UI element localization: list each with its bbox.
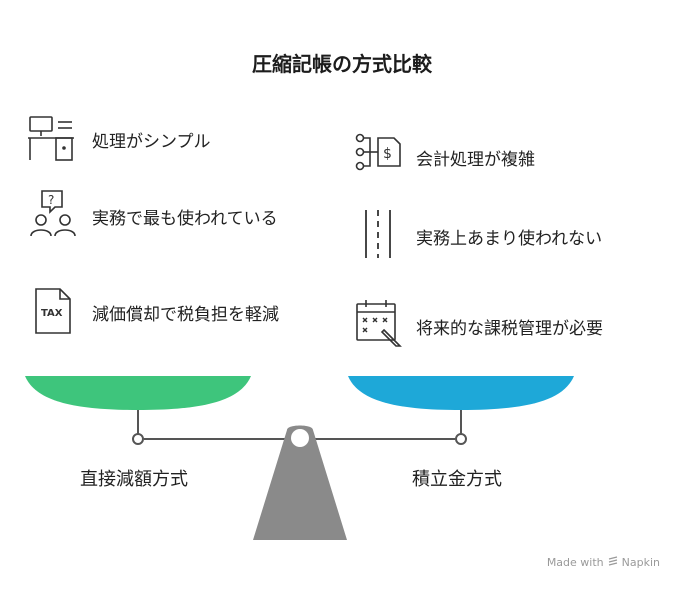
left-item-1: 処理がシンプル xyxy=(92,132,211,152)
napkin-logo-icon xyxy=(608,556,618,569)
tax-document-icon: TAX xyxy=(30,286,74,336)
people-question-icon: ? xyxy=(28,188,78,240)
left-beam-joint xyxy=(132,433,144,445)
right-beam-joint xyxy=(455,433,467,445)
svg-text:?: ? xyxy=(48,193,54,207)
footer: Made with Napkin xyxy=(547,556,660,569)
fulcrum xyxy=(253,425,347,540)
left-label: 直接減額方式 xyxy=(80,469,188,490)
calendar-pen-icon xyxy=(354,298,404,348)
right-item-2: 実務上あまり使われない xyxy=(416,229,603,249)
dashed-lines-icon xyxy=(358,208,398,260)
napkin-brand[interactable]: Napkin xyxy=(621,556,660,569)
desk-computer-icon xyxy=(26,114,78,164)
svg-text:$: $ xyxy=(383,146,392,162)
right-item-3: 将来的な課税管理が必要 xyxy=(416,319,603,339)
page-title: 圧縮記帳の方式比較 xyxy=(252,52,432,76)
svg-text:TAX: TAX xyxy=(41,308,63,319)
fulcrum-pivot xyxy=(291,429,309,447)
dollar-flow-icon: $ xyxy=(354,130,404,178)
right-label: 積立金方式 xyxy=(412,469,502,490)
left-item-2: 実務で最も使われている xyxy=(92,209,278,229)
right-pan xyxy=(348,376,574,410)
left-item-3: 減価償却で税負担を軽減 xyxy=(92,305,279,325)
made-with-text: Made with xyxy=(546,556,604,569)
left-pan xyxy=(25,376,251,410)
right-item-1: 会計処理が複雑 xyxy=(416,150,535,170)
